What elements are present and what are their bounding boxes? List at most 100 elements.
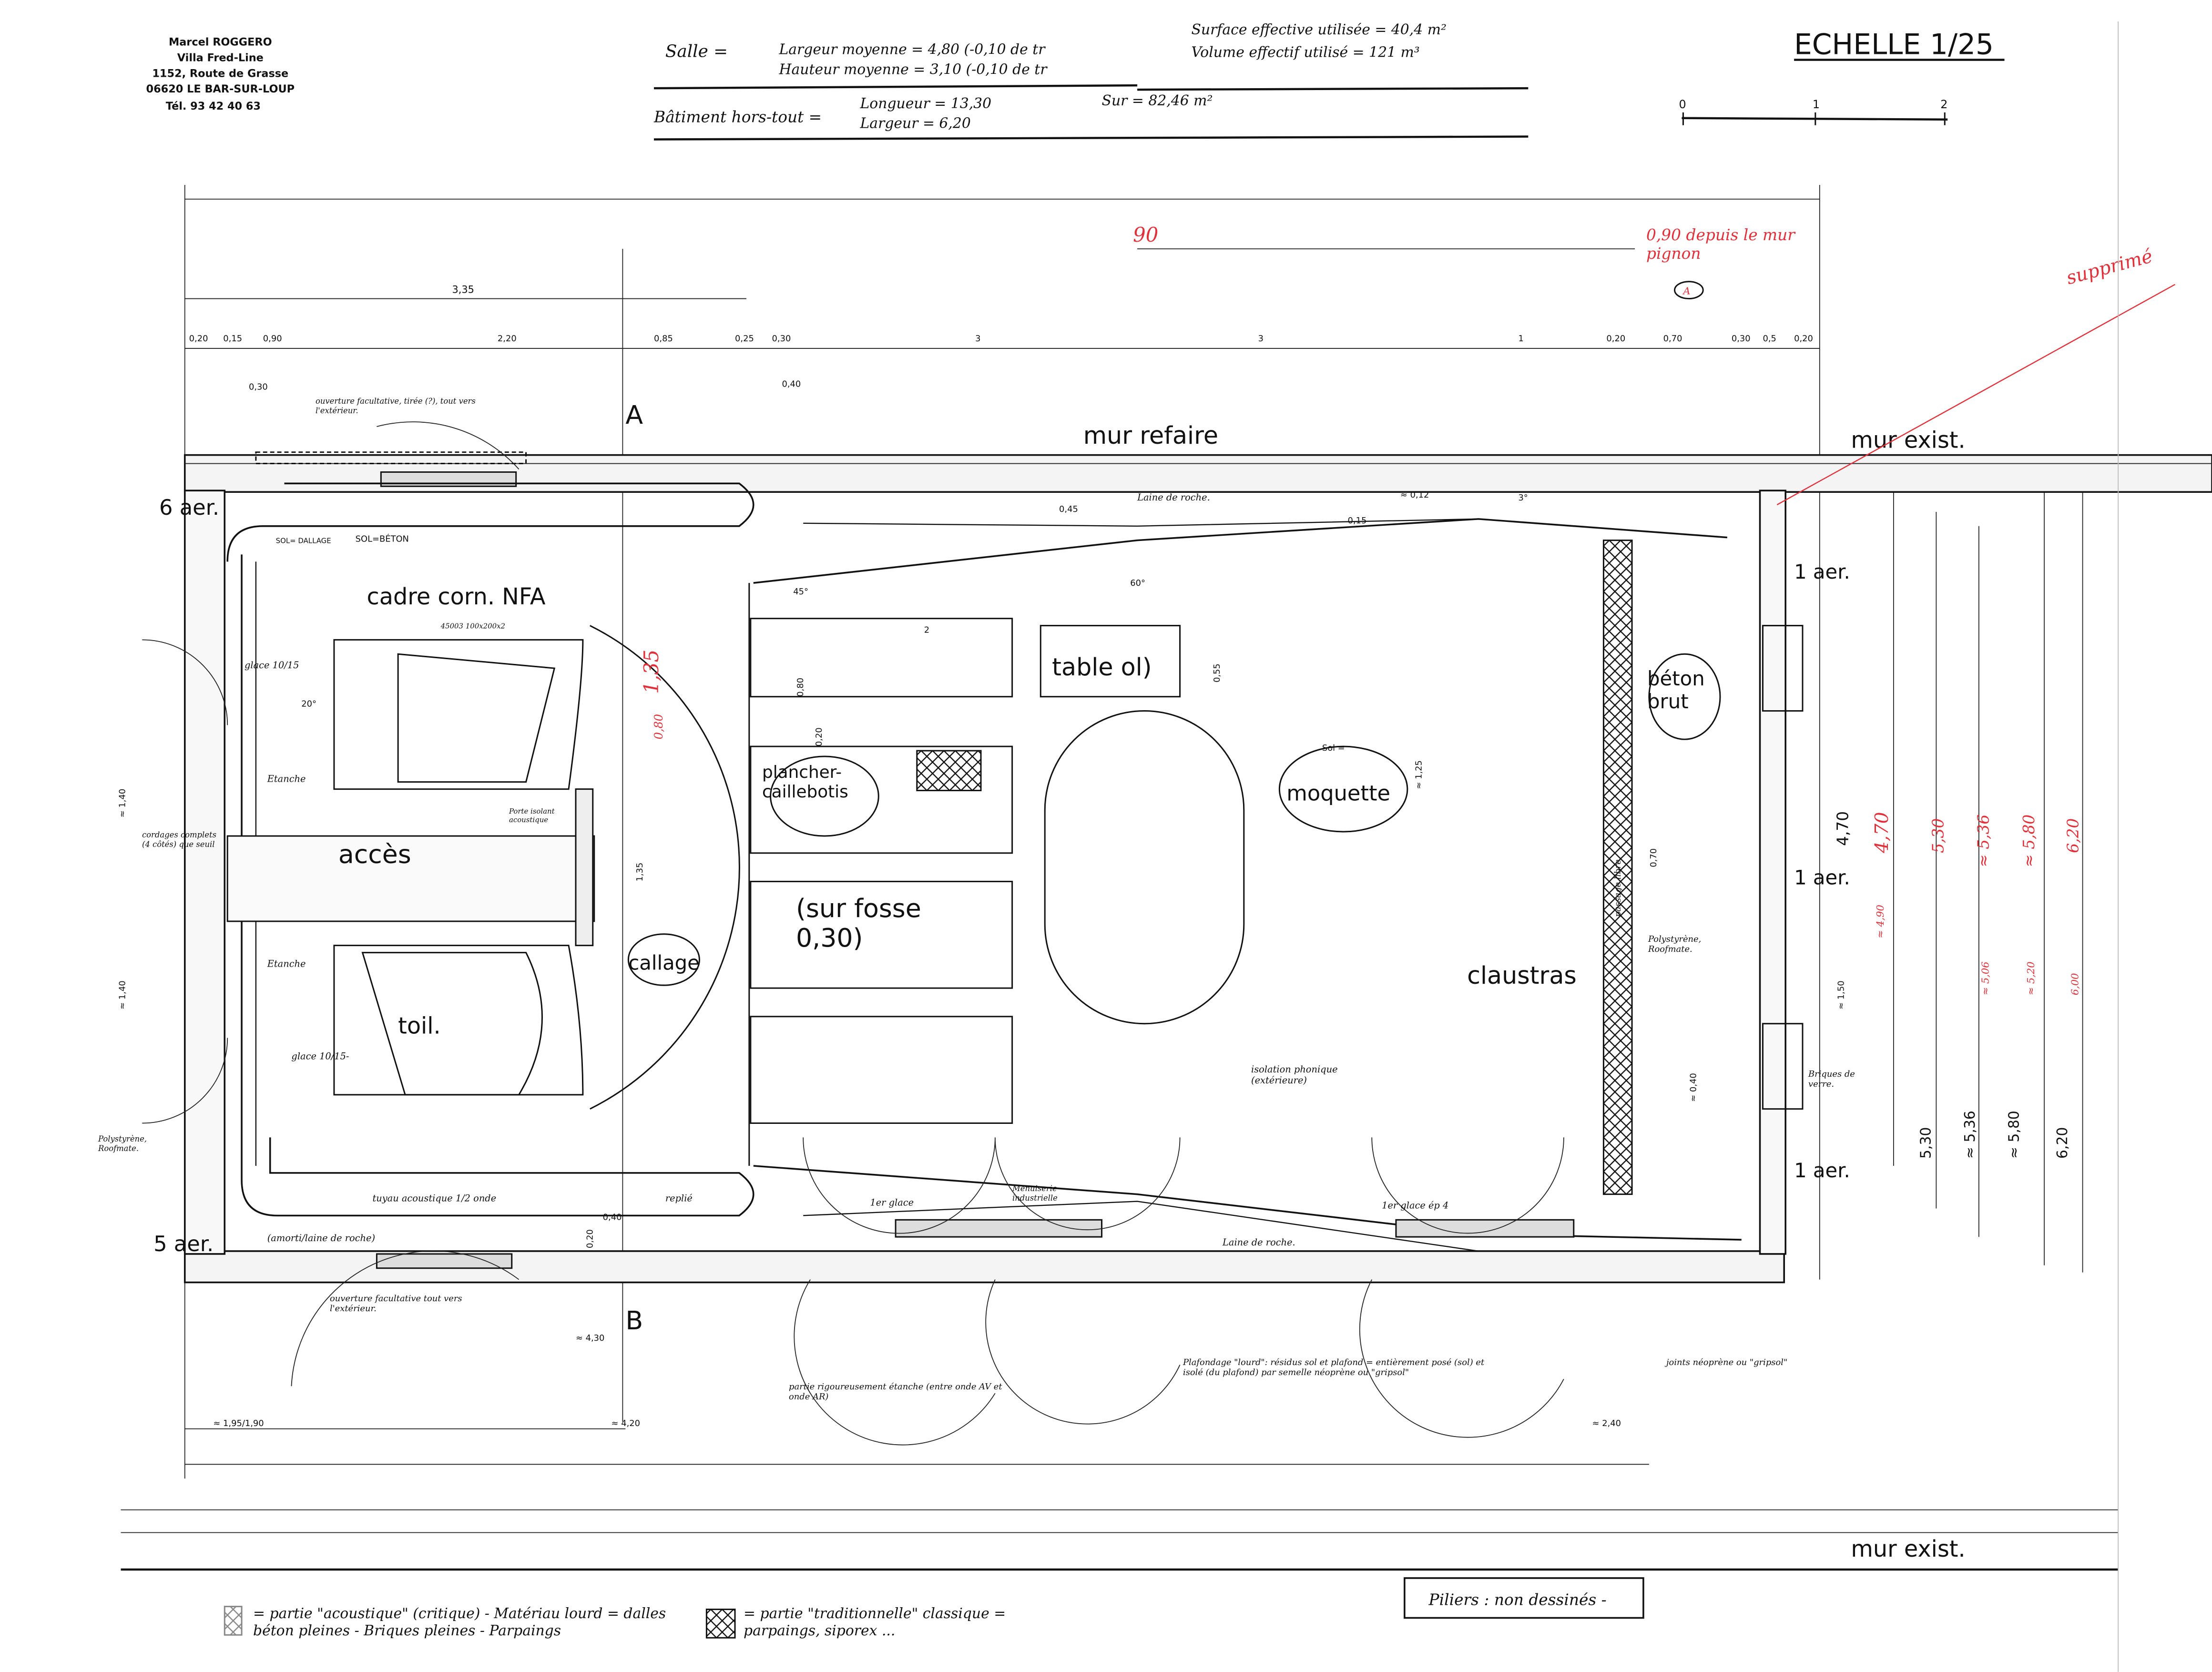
dim-label: 0,70 [1663, 334, 1682, 344]
dim-label: 2,20 [498, 334, 517, 344]
dim-label: 3 [1258, 334, 1264, 344]
label-sol: Sol = [1322, 743, 1345, 753]
note: Laine de roche. [1222, 1237, 1295, 1248]
red-dim: ≈ 5,36 [1975, 815, 1993, 867]
label-moquette: moquette [1286, 780, 1390, 805]
note: Briques de verre. [1808, 1069, 1855, 1090]
angle-label: 45° [793, 587, 808, 597]
dim-label: 5,30 [1917, 1127, 1934, 1159]
note: (amorti/laine de roche) [267, 1233, 375, 1244]
red-arrow [1776, 284, 2176, 506]
dim-label: ≈ 1,95/1,90 [213, 1418, 264, 1428]
red-dim: 4,70 [1871, 812, 1893, 853]
label-cadre: cadre corn. NFA [367, 584, 546, 610]
dim-label: 0,40 [782, 379, 801, 389]
dim-label: 0,5 [1763, 334, 1776, 344]
red-dim: 0,80 [652, 714, 665, 739]
note: partie rigoureusement étanche (entre ond… [789, 1382, 1002, 1402]
legend-piliers: Piliers : non dessinés - [1428, 1591, 1607, 1609]
dim-label: 0,15 [1348, 516, 1367, 526]
label-aeration: 6 aer. [159, 495, 219, 520]
surface-utile: Surface effective utilisée = 40,4 m² [1191, 21, 1446, 38]
note: Etanche [267, 774, 306, 785]
dim-label: ≈ 4,20 [612, 1418, 640, 1428]
dim-label: 0,90 [263, 334, 282, 344]
legend: Piliers : non dessinés - [224, 1577, 1644, 1639]
note: Etanche [267, 958, 306, 969]
toilet-and-entry [142, 421, 740, 1387]
label-acces: accès [338, 839, 411, 869]
dim-label: 1 [1518, 334, 1523, 344]
dim-label: ≈ 0,40 [1688, 1073, 1698, 1101]
dim-label: 0,40 [603, 1212, 622, 1222]
red-dim: 6,20 [2064, 818, 2082, 853]
dim-label: ≈ 5,36 [1962, 1111, 1978, 1159]
angle-label: 60° [1130, 578, 1145, 588]
label-aeration: 5 aer. [153, 1231, 214, 1256]
dim-label: 6,20 [2054, 1127, 2071, 1159]
red-dim: ≈ 4,90 [1875, 905, 1886, 938]
angle-label: 20° [301, 699, 316, 709]
dim-label: 0,20 [1606, 334, 1625, 344]
note: Laine de roche. [1137, 492, 1210, 503]
red-note: 0,90 depuis le mur pignon [1646, 226, 1795, 263]
dim-label: ≈ 4,30 [576, 1333, 604, 1343]
address-line: 1152, Route de Grasse [152, 67, 288, 80]
dim-label: ≈ 1,40 [117, 980, 127, 1009]
label-plancher: plancher-caillebotis [762, 763, 848, 802]
red-dim: ≈ 5,80 [2020, 815, 2038, 867]
note: isolation phonique (extérieure) [1251, 1064, 1338, 1086]
label-aeration: 1 aer. [1794, 866, 1850, 889]
address-line: 06620 LE BAR-SUR-LOUP [146, 83, 295, 95]
red-dim: 6,00 [2069, 973, 2081, 995]
section-marker-b: B [625, 1305, 643, 1336]
salle-largeur: Largeur moyenne = 4,80 (-0,10 de tr [778, 41, 1046, 58]
dimension-row: 0,20 0,15 0,90 2,20 0,85 0,25 0,30 3 3 1… [117, 334, 2070, 1428]
volume-utile: Volume effectif utilisé = 121 m³ [1191, 44, 1419, 61]
scale-title: ECHELLE 1/25 [1794, 29, 1994, 61]
dim-label: 0,20 [585, 1229, 595, 1248]
label-sol: SOL= DALLAGE [276, 537, 331, 545]
note: Polystyrène, Roofmate. [98, 1134, 147, 1153]
dim-label: 3,35 [452, 284, 474, 296]
angle-label: 3° [1518, 493, 1528, 503]
note: Menuiserie industrielle [1012, 1184, 1058, 1203]
note: glace 10/15- [291, 1050, 349, 1061]
dim-label: ≈ 1,40 [117, 789, 127, 817]
label-aeration: 1 aer. [1794, 1159, 1850, 1182]
claustras-wall [1602, 540, 1633, 1195]
door-acoustic [575, 788, 594, 947]
red-dim: ≈ 5,06 [1980, 961, 1991, 995]
label-toilet: toil. [398, 1013, 441, 1040]
legend-swatch-traditionnelle [705, 1609, 736, 1639]
dim-label: 0,25 [735, 334, 754, 344]
label-sur-fosse: (sur fosse 0,30) [796, 893, 921, 953]
notes: Laine de roche. Laine de roche. glace 10… [245, 492, 1528, 1248]
dim-label: 2 [924, 625, 929, 635]
dim-label: 1,35 [635, 863, 645, 882]
dim-label: ≈ 1,25 [1414, 760, 1424, 789]
label-cadre-sub: 45003 100x200x2 [440, 622, 505, 631]
note: ouverture facultative, tirée (?), tout v… [316, 397, 476, 415]
dim-label: 0,15 [223, 334, 242, 344]
dim-label: 0,70 [1649, 848, 1659, 867]
salle-label: Salle = [665, 42, 728, 61]
architect-address: Marcel ROGGERO Villa Fred-Line 1152, Rou… [146, 36, 295, 112]
batiment-longueur: Longueur = 13,30 [860, 95, 992, 112]
dim-label: 0,55 [1212, 663, 1222, 683]
label-claustras: claustras [1467, 961, 1577, 989]
red-dim: 5,30 [1929, 818, 1947, 853]
walls [183, 451, 2212, 1284]
note: replié [665, 1193, 693, 1204]
legend-acoustique: = partie "acoustique" (critique) - Matér… [253, 1605, 666, 1639]
note: 1er glace [870, 1197, 914, 1208]
dim-label: ≈ 5,80 [2006, 1111, 2022, 1159]
note: Porte isolant acoustique [509, 807, 555, 824]
scale-tick: 1 [1813, 98, 1820, 111]
label-mur-exist: mur exist. [1851, 1536, 1965, 1562]
dim-label: 0,20 [1794, 334, 1813, 344]
dim-label: 0,20 [189, 334, 208, 344]
dim-label: 0,85 [654, 334, 673, 344]
dim-label: ≈ 2,40 [1592, 1418, 1621, 1428]
